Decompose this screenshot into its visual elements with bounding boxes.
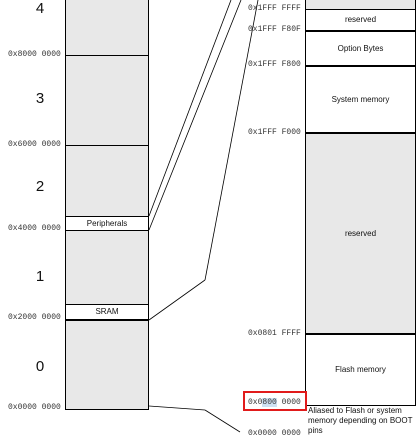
address-label: 0x1FFF F000 [248,128,301,137]
flash-memory-label: Flash memory [335,365,386,374]
address-label: 0x1FFF FFFF [248,4,301,13]
region-number: 1 [35,268,45,285]
reserved-mid-label: reserved [344,228,377,238]
alias-note: Aliased to Flash or system memory depend… [308,406,413,435]
peripherals-block: Peripherals [65,216,149,231]
address-highlight: 800 [262,398,277,407]
boundary-line [65,55,149,56]
sram-line-upper [204,0,259,281]
address-label: 0x1FFF F800 [248,60,301,69]
address-label: 0x6000 0000 [8,140,61,149]
flash-memory-block: Flash memory [305,334,416,406]
left-column-border-right [148,0,149,410]
reserved-mid-block: reserved [305,133,416,334]
boundary-line [65,409,149,410]
region-number: 2 [35,178,45,195]
address-label: 0x2000 0000 [8,313,61,322]
left-column-border-left [65,0,66,410]
alias-line-left [148,405,206,411]
sram-label: SRAM [95,307,119,316]
boundary-line [65,145,149,146]
address-label: 0x1FFF F80F [248,25,301,34]
alias-line-right [204,409,241,433]
region-number: 4 [35,0,45,17]
address-label: 0x0801 FFFF [248,329,301,338]
address-label: 0x0000 0000 [248,429,301,438]
system-memory-block: System memory [305,66,416,133]
address-label: 0x4000 0000 [8,224,61,233]
option-bytes-label: Option Bytes [337,43,384,53]
region-number: 0 [35,358,45,375]
option-bytes-block: Option Bytes [305,31,416,66]
address-suffix: 0000 [276,398,301,407]
peripherals-label: Peripherals [86,218,128,228]
address-label: 0x0000 0000 [8,403,61,412]
flash-start-address: 0x0800 0000 [248,398,301,408]
address-prefix: 0x0 [248,398,263,407]
peripherals-lower-line [148,0,242,231]
peripherals-upper-line [148,0,232,217]
system-memory-label: System memory [331,94,390,104]
region-number: 3 [35,90,45,107]
boundary-line [65,320,149,321]
address-label: 0x8000 0000 [8,50,61,59]
highlight-box [243,391,307,411]
sram-block: SRAM [65,304,149,320]
reserved-top-label: reserved [344,15,377,24]
sram-line-lower [148,279,206,321]
reserved-top-block: reserved [305,9,416,31]
left-column-background [65,0,148,410]
